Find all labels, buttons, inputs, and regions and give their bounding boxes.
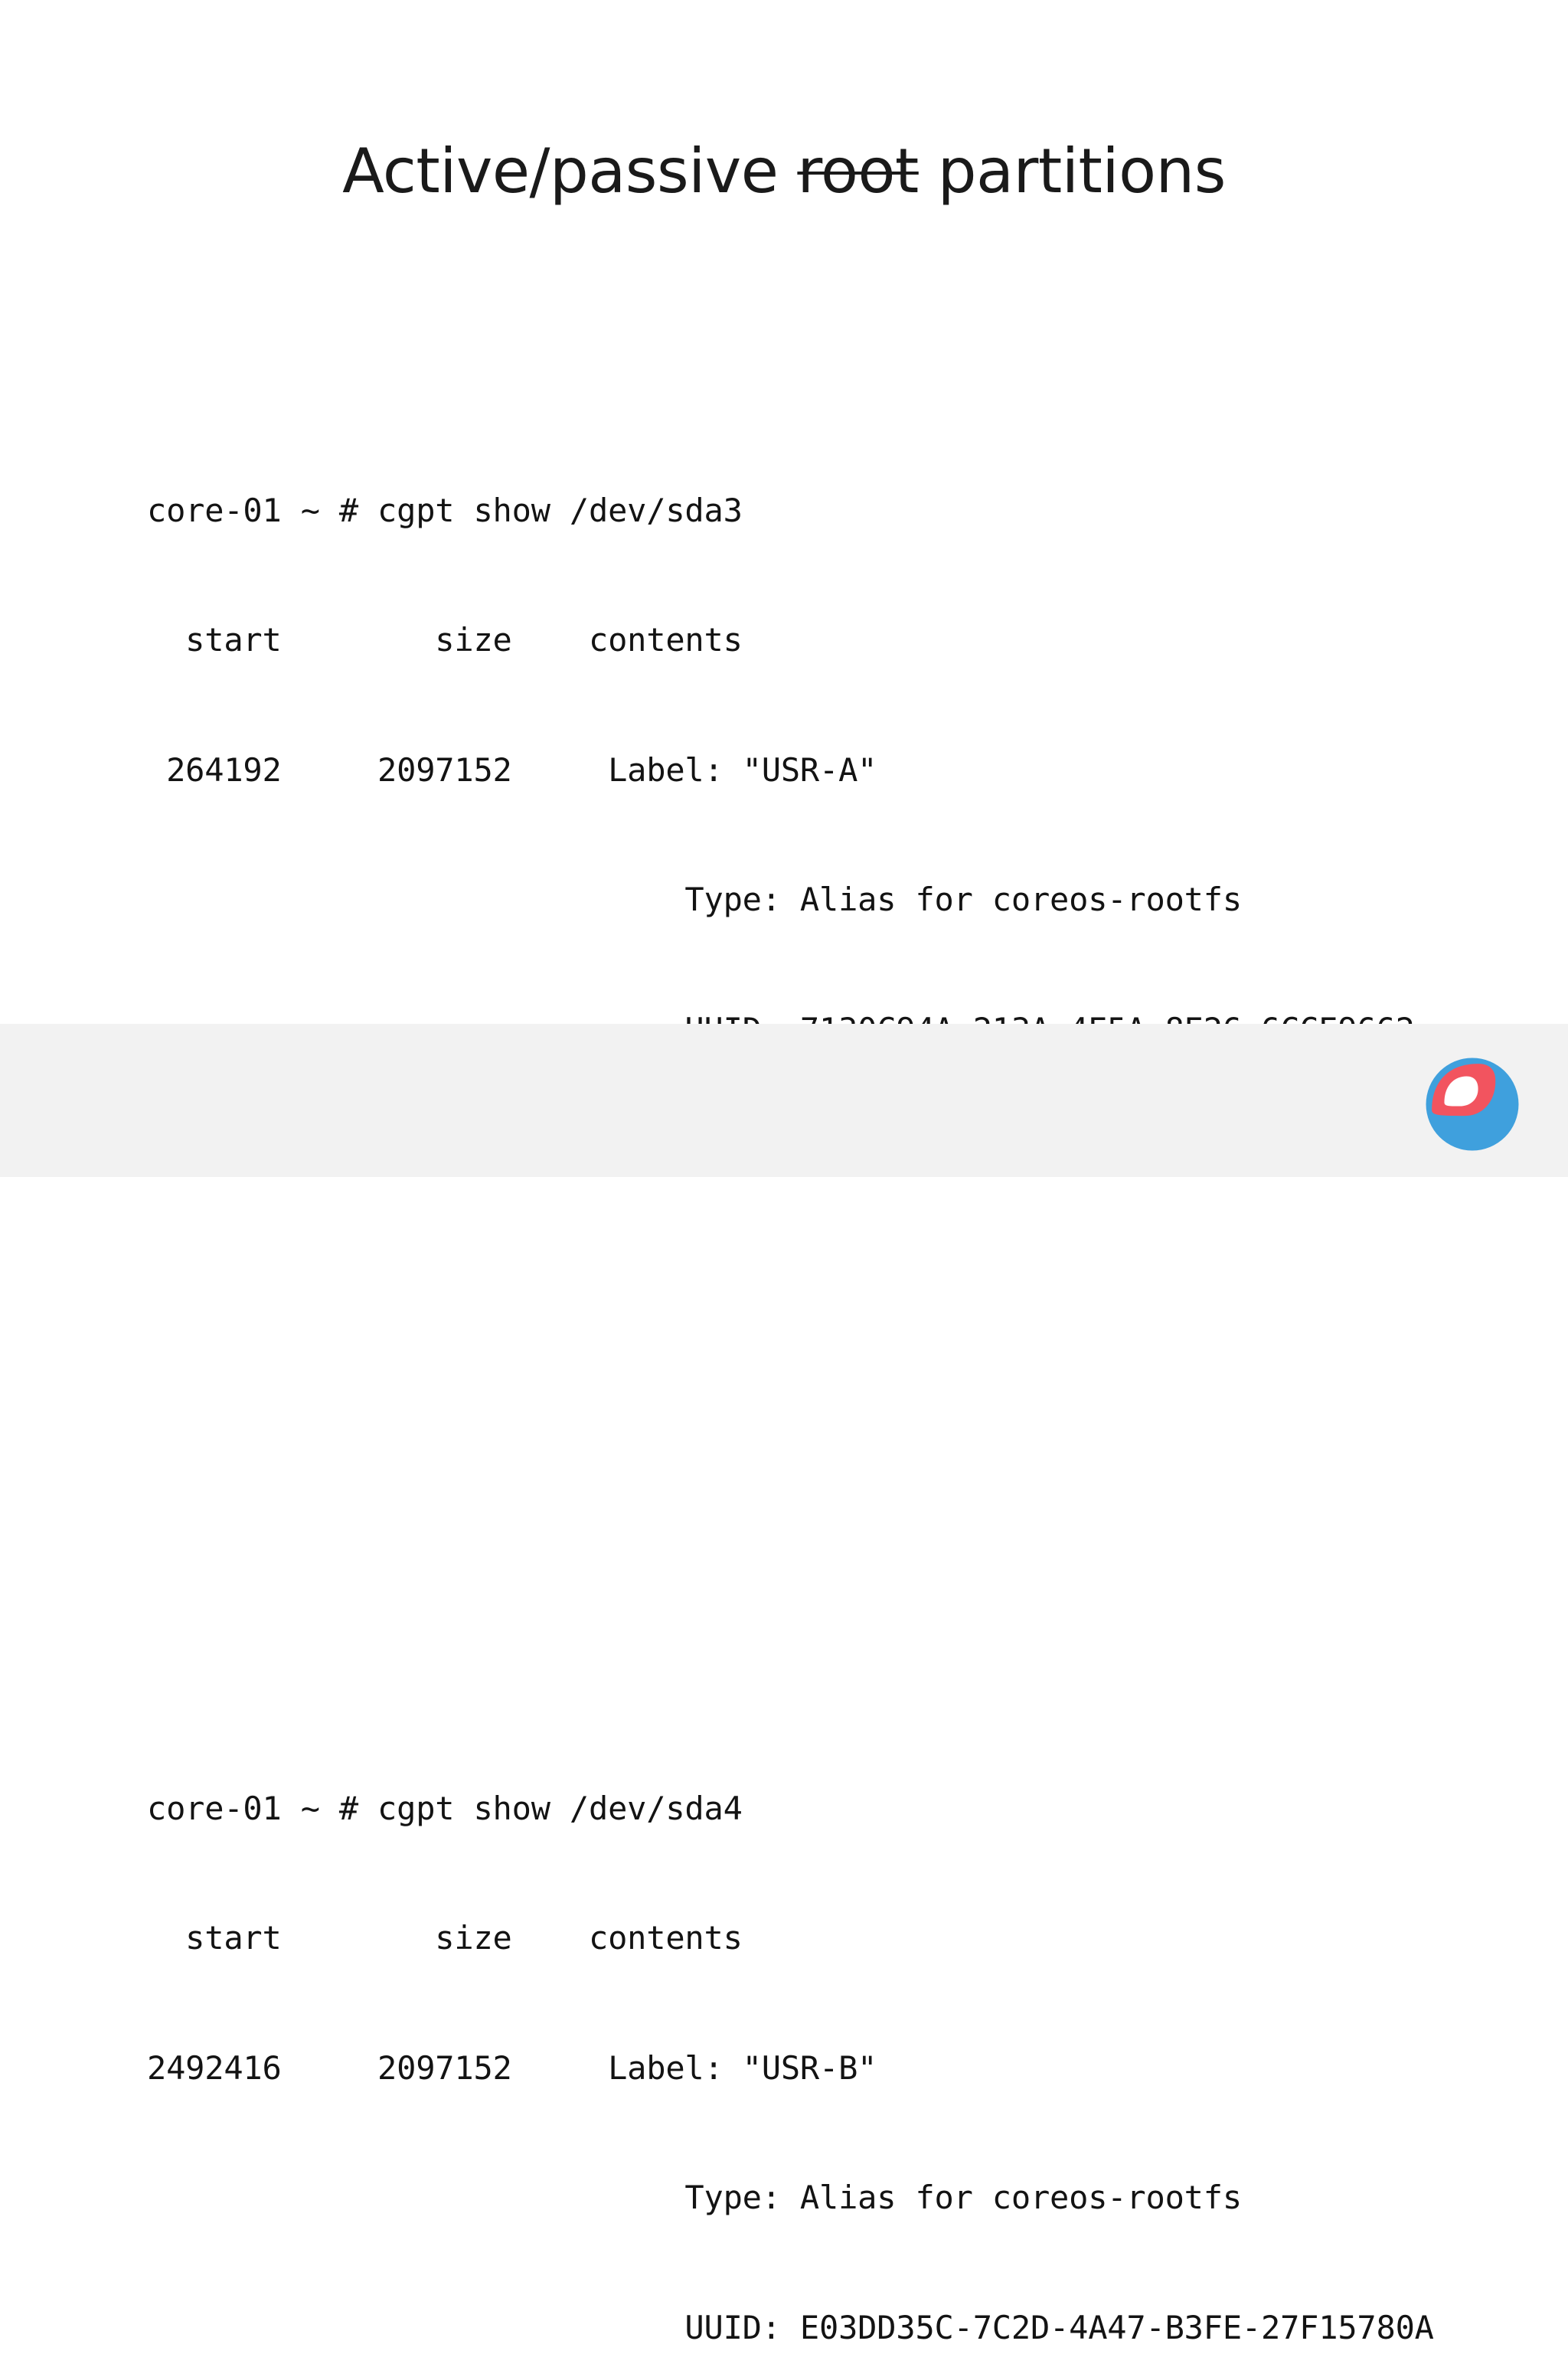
terminal-partition-row: 2492416 2097152 Label: "USR-B" <box>147 2047 1525 2091</box>
page-title-struck: root <box>797 136 918 207</box>
terminal-prompt-line: core-01 ~ # cgpt show /dev/sda3 <box>147 489 1525 533</box>
footer-bar <box>0 1024 1568 1177</box>
terminal-block-sda4: core-01 ~ # cgpt show /dev/sda4 start si… <box>147 1701 1525 2354</box>
terminal-prompt-line: core-01 ~ # cgpt show /dev/sda4 <box>147 1787 1525 1831</box>
page-title-after: partitions <box>919 136 1226 207</box>
page-title-before: Active/passive <box>342 136 797 207</box>
terminal-column-headers: start size contents <box>147 1917 1525 1960</box>
terminal-type-line: Type: Alias for coreos-rootfs <box>147 878 1525 922</box>
terminal-blank-line <box>147 1528 1525 1571</box>
terminal-blank-line <box>147 1398 1525 1441</box>
terminal-column-headers: start size contents <box>147 619 1525 662</box>
slide: Active/passive root partitions core-01 ~… <box>0 0 1568 1177</box>
coreos-logo-icon <box>1424 1056 1521 1152</box>
page-title: Active/passive root partitions <box>0 139 1568 204</box>
terminal-uuid-line: UUID: E03DD35C-7C2D-4A47-B3FE-27F15780A <box>147 2307 1525 2350</box>
terminal-transcript: core-01 ~ # cgpt show /dev/sda3 start si… <box>147 273 1525 2354</box>
terminal-type-line: Type: Alias for coreos-rootfs <box>147 2176 1525 2220</box>
terminal-partition-row: 264192 2097152 Label: "USR-A" <box>147 749 1525 793</box>
